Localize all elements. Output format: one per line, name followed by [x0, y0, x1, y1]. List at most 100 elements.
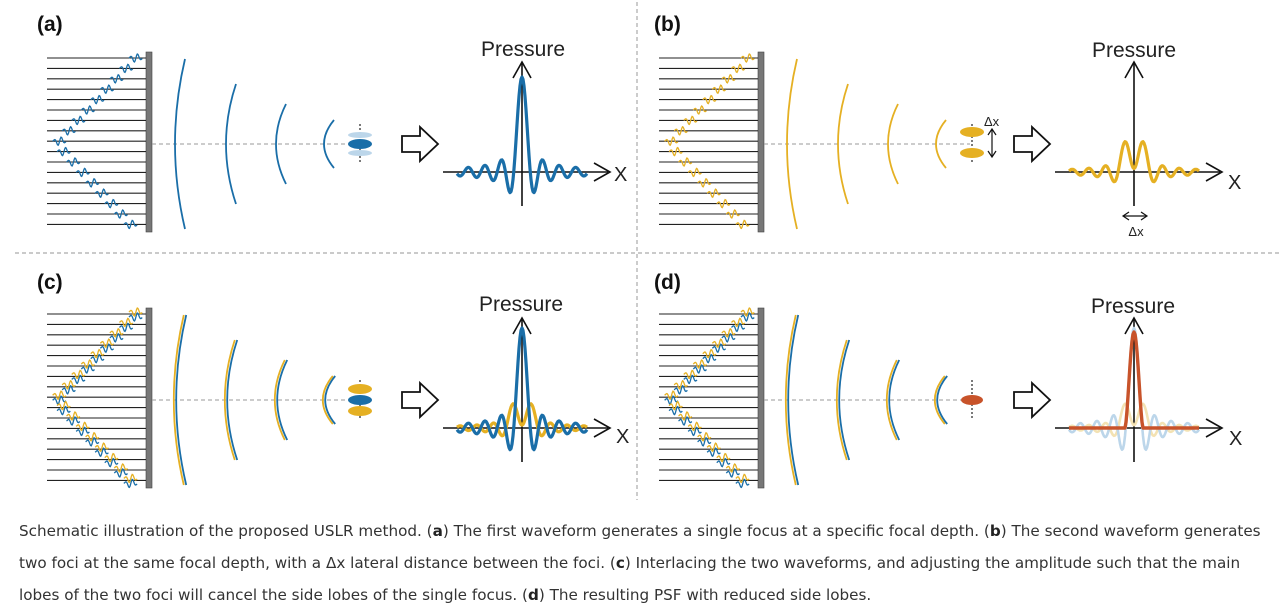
wavefront-arc — [175, 314, 188, 486]
element-pulse — [61, 379, 76, 390]
focus-spacing-label: Δx — [984, 114, 1000, 129]
arrow-shape — [401, 124, 440, 164]
transducer-array — [47, 307, 153, 489]
pressure-curves — [455, 75, 589, 195]
block-arrow — [1013, 124, 1052, 164]
element-pulse — [56, 146, 71, 157]
element-pulse — [697, 436, 712, 447]
focal-spot — [961, 380, 983, 420]
element-pulse — [735, 478, 750, 489]
transducer-face — [757, 51, 765, 233]
wavefront-arc — [786, 58, 798, 230]
element-pulse — [687, 167, 702, 178]
lobe-spacing-label: Δx — [1128, 224, 1144, 239]
element-pulse — [731, 317, 746, 328]
element-pulse — [740, 53, 755, 63]
single-focus-curve — [455, 326, 589, 452]
focal-spot — [348, 124, 372, 164]
element-pulse — [109, 73, 124, 84]
focal-spots — [960, 124, 997, 164]
element-pulse — [66, 416, 81, 426]
panel-c: (c) Pressure X — [37, 271, 629, 489]
element-pulse — [109, 327, 124, 338]
wavefront-arc — [323, 119, 335, 169]
focus-spot — [960, 127, 984, 137]
element-pulse — [711, 84, 727, 95]
element-pulse — [123, 219, 138, 230]
wavefront-arc — [837, 83, 849, 205]
element-pulse — [721, 327, 736, 338]
transducer-array — [659, 307, 765, 489]
element-pulse — [99, 343, 115, 354]
block-arrow — [401, 380, 440, 420]
element-pulse — [697, 431, 712, 442]
element-pulse — [71, 115, 86, 126]
element-pulse — [702, 353, 717, 364]
element-pulse — [99, 84, 115, 95]
x-axis-label: X — [1229, 428, 1242, 450]
element-pulse — [109, 332, 124, 343]
spacing-arrowhead — [987, 127, 997, 136]
panel-label: (d) — [654, 271, 681, 294]
x-axis-label: X — [1228, 172, 1241, 194]
element-pulse — [706, 442, 721, 453]
panel-a: (a) Pressure X — [37, 13, 627, 233]
y-axis-label: Pressure — [1092, 39, 1176, 62]
element-pulse — [61, 384, 76, 395]
wavefront-arc — [276, 359, 289, 441]
y-axis-arrowhead — [512, 60, 532, 79]
transducer-face — [145, 51, 153, 233]
element-pulse — [90, 353, 105, 364]
pressure-axes — [1055, 60, 1224, 221]
uslr-schematic-figure: (a) Pressure X (b) Pressure X Δx Δx (c) … — [15, 2, 1282, 500]
panel-d: (d) Pressure X — [654, 271, 1242, 489]
focal-spots — [348, 380, 372, 420]
element-pulse — [99, 338, 115, 349]
element-pulse — [740, 312, 755, 322]
x-axis-arrowhead — [1205, 418, 1224, 438]
transducer-array — [659, 51, 765, 233]
element-pulse — [716, 457, 731, 468]
element-pulse — [673, 384, 688, 395]
wavefront-arc — [935, 119, 947, 169]
y-axis-label: Pressure — [479, 293, 563, 316]
wavefronts — [764, 314, 970, 486]
panel-b: (b) Pressure X Δx Δx — [654, 13, 1241, 239]
element-pulse — [80, 359, 95, 369]
single-focus-curve-faded — [1067, 326, 1201, 451]
element-pulse — [716, 198, 731, 209]
element-pulse — [128, 53, 143, 63]
element-pulse — [90, 348, 105, 359]
element-pulse — [119, 317, 134, 328]
element-pulse — [90, 94, 105, 105]
wavefront-arc — [273, 359, 286, 441]
wavefront-arc — [835, 339, 848, 461]
pressure-curves — [1067, 326, 1201, 451]
element-pulse — [683, 115, 698, 126]
resulting-psf-curve — [1068, 330, 1200, 430]
wavefront-arc — [787, 314, 800, 486]
element-pulse — [702, 348, 717, 359]
wavefronts — [764, 58, 970, 230]
focus-spot — [348, 139, 372, 149]
wavefronts — [152, 314, 358, 486]
element-pulse — [94, 442, 109, 453]
element-pulse — [673, 125, 688, 136]
panel-label: (b) — [654, 13, 681, 36]
element-pulse — [721, 332, 736, 343]
arrow-shape — [1013, 124, 1052, 164]
element-pulse — [94, 188, 109, 199]
focus-spot — [348, 406, 372, 416]
wavefront-arc — [784, 314, 797, 486]
spacing-arrowhead — [987, 150, 997, 159]
wavefront-arc — [172, 314, 185, 486]
element-pulse — [711, 338, 727, 349]
element-pulse — [687, 426, 702, 437]
element-pulse — [725, 463, 740, 473]
wavefront-arc — [223, 339, 236, 461]
wavefront-arc — [936, 375, 948, 425]
y-axis-arrowhead — [512, 316, 532, 335]
element-pulse — [692, 105, 707, 115]
x-axis-label: X — [616, 426, 629, 448]
element-pulse — [683, 374, 698, 385]
